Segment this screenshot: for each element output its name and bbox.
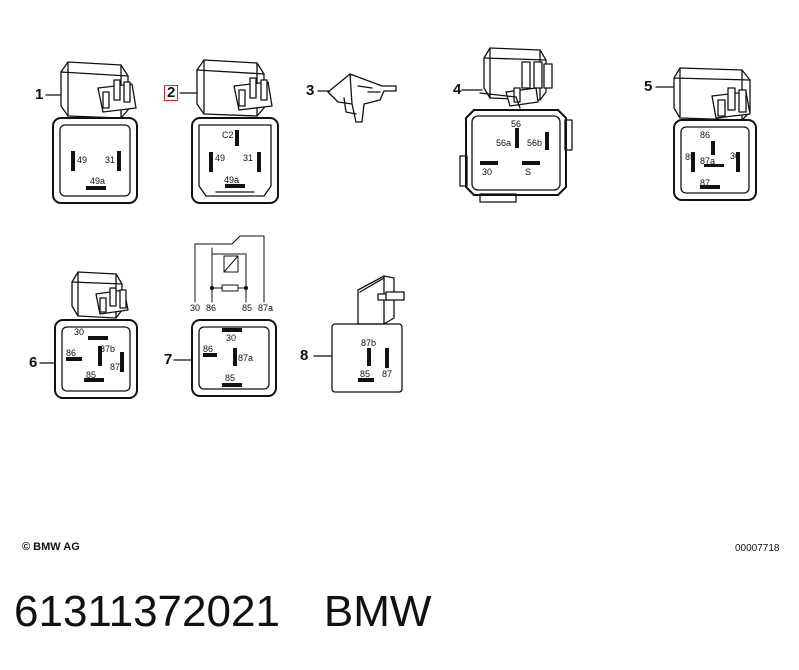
pin-label: 85 [225,373,236,383]
relay-5-face [673,119,757,201]
relay-1-face [52,117,138,204]
relay-4-face [459,109,573,203]
callout-8[interactable]: 8 [300,347,309,364]
schematic-pin-label: 87a [258,303,274,313]
pin-label: 86 [700,130,711,140]
pin-label: 87 [700,178,711,188]
schematic-pin-label: 85 [242,303,253,313]
callout-1[interactable]: 1 [35,86,44,103]
pin-label: 56b [527,138,543,148]
relay-clip-3 [327,73,397,123]
pin-label: 87a [238,353,254,363]
pin-label: 86 [66,348,77,358]
pin-label: 87 [110,362,121,372]
pin-label: 49a [224,175,240,185]
pin-label: 87b [100,344,116,354]
relay-2-isometric [196,59,273,117]
callout-5[interactable]: 5 [644,78,653,95]
relay-6-isometric [71,271,129,319]
part-number: 61311372021 [14,587,280,636]
pin-label: 85 [685,152,696,162]
callout-6[interactable]: 6 [29,354,38,371]
relay-2-face [191,117,279,204]
pin-label: 56a [496,138,512,148]
pin-label: 49a [90,176,106,186]
brand-name: BMW [323,587,432,636]
relay-1-isometric [60,61,137,119]
pin-label: 30 [482,167,493,177]
pin-label: 87a [700,156,716,166]
pin-label: 49 [77,155,88,165]
pin-label: S [525,167,532,177]
relay-6-face [54,319,138,399]
relay-4-isometric [479,47,553,109]
pin-label: 30 [226,333,237,343]
callout-7[interactable]: 7 [164,351,173,368]
relay-schematic [194,235,265,303]
callout-3[interactable]: 3 [306,82,315,99]
pin-label: 85 [360,369,371,379]
schematic-pin-label: 30 [190,303,201,313]
pin-label: 30 [730,151,741,161]
pin-label: C2 [222,130,234,140]
pin-label: 31 [105,155,116,165]
part-title: 61311372021 BMW [14,584,431,640]
callout-4[interactable]: 4 [453,81,462,98]
pin-label: 49 [215,153,226,163]
relay-5-isometric [673,67,751,121]
drawing-id: 00007718 [735,543,780,554]
schematic-pin-label: 86 [206,303,217,313]
copyright-text: © BMW AG [22,541,80,553]
pin-label: 30 [74,327,85,337]
pin-label: 85 [86,370,97,380]
pin-label: 31 [243,153,254,163]
pin-label: 86 [203,344,214,354]
relay-7-face [191,319,277,397]
relay-8-isometric [357,275,405,325]
pin-label: 56 [511,119,522,129]
pin-label: 87 [382,369,393,379]
relay-8-face [331,323,403,393]
pin-label: 87b [361,338,377,348]
callout-2-selected[interactable]: 2 [164,85,179,101]
